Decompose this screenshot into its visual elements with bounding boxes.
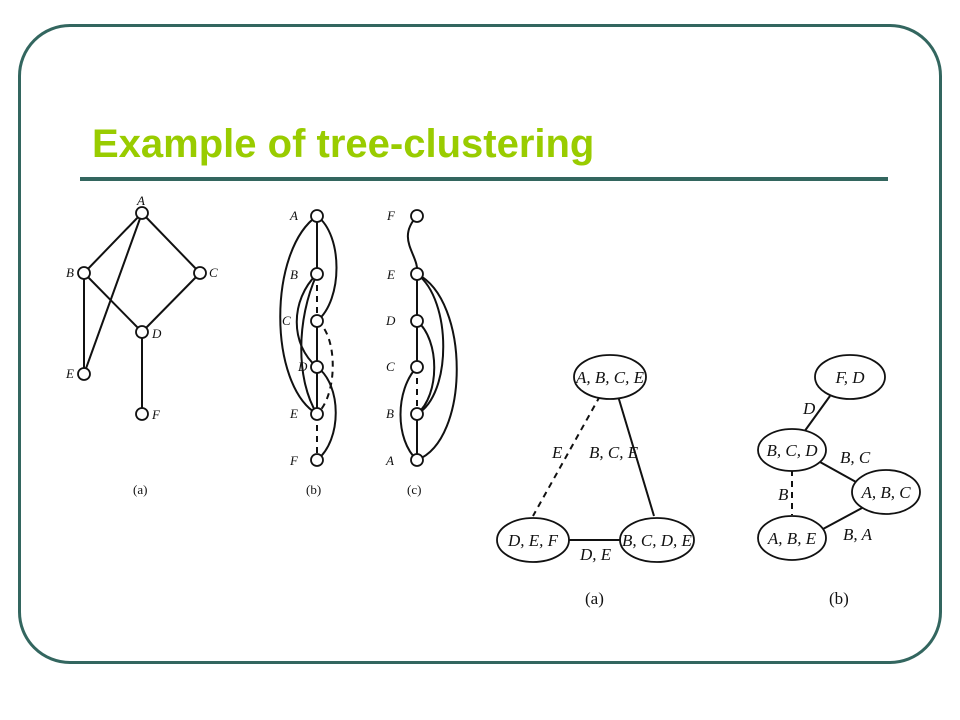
- arc-E-A: [416, 273, 458, 461]
- node-E: [77, 367, 91, 381]
- node-label-A: A: [289, 208, 298, 223]
- node-B: [410, 407, 424, 421]
- node-D: [310, 360, 324, 374]
- join-tree-b-caption: (b): [829, 589, 849, 608]
- node-C: [193, 266, 207, 280]
- arc-D-F: [316, 366, 337, 461]
- title-underline: [80, 177, 888, 181]
- cluster-label-FD: F, D: [835, 368, 866, 387]
- cluster-label-ABE: A, B, E: [767, 529, 817, 548]
- node-label-D: D: [297, 359, 308, 374]
- node-label-C: C: [386, 359, 395, 374]
- node-label-A: A: [136, 193, 145, 208]
- node-label-F: F: [151, 407, 161, 422]
- node-F: [410, 209, 424, 223]
- separator-label-E: E: [551, 443, 563, 462]
- node-E: [310, 407, 324, 421]
- node-label-E: E: [65, 366, 74, 381]
- separator-label-BC: B, C: [840, 448, 871, 467]
- node-label-F: F: [289, 453, 299, 468]
- cluster-label-BCD: B, C, D: [767, 441, 819, 460]
- node-F: [135, 407, 149, 421]
- node-label-C: C: [282, 313, 291, 328]
- cluster-ABE: [757, 515, 827, 561]
- join-edge-ABE-ABC: [822, 507, 863, 530]
- graph-a: A B C D E F (a): [65, 193, 218, 497]
- node-label-B: B: [290, 267, 298, 282]
- node-E: [410, 267, 424, 281]
- slide-title: Example of tree-clustering: [92, 122, 595, 166]
- join-tree-a: A, B, C, E D, E, F B, C, D, E E B, C, E …: [496, 354, 695, 608]
- edge-A-E: [83, 212, 143, 375]
- join-edge-BCD-ABC: [819, 461, 857, 483]
- cluster-ABC: [851, 469, 921, 515]
- node-A: [310, 209, 324, 223]
- node-B: [310, 267, 324, 281]
- join-tree-a-caption: (a): [585, 589, 604, 608]
- node-label-E: E: [289, 406, 298, 421]
- node-A: [135, 206, 149, 220]
- cluster-DEF: [496, 517, 570, 563]
- node-label-C: C: [209, 265, 218, 280]
- separator-label-BA: B, A: [843, 525, 873, 544]
- node-label-F: F: [386, 208, 396, 223]
- node-label-B: B: [66, 265, 74, 280]
- cluster-label-DEF: D, E, F: [507, 531, 559, 550]
- edge-C-D: [141, 272, 201, 333]
- separator-label-BCE: B, C, E: [589, 443, 639, 462]
- node-label-D: D: [385, 313, 396, 328]
- graph-c: F E D C B A (c): [385, 208, 458, 497]
- cluster-label-ABC: A, B, C: [860, 483, 911, 502]
- node-A: [410, 453, 424, 467]
- cluster-label-BCDE: B, C, D, E: [622, 531, 693, 550]
- edge-A-B: [83, 212, 143, 274]
- node-C: [410, 360, 424, 374]
- join-edge-FD-BCD: [803, 395, 831, 433]
- induced-arc-C-E: [316, 320, 334, 415]
- cluster-BCD: [757, 428, 827, 472]
- cluster-ABCE: [573, 354, 647, 400]
- node-D: [410, 314, 424, 328]
- graph-a-caption: (a): [133, 482, 147, 497]
- separator-label-DE: D, E: [579, 545, 612, 564]
- join-edge-ABCE-DEF: [532, 395, 601, 517]
- node-D: [135, 325, 149, 339]
- node-label-B: B: [386, 406, 394, 421]
- graph-b: A B C D E F (b): [279, 208, 338, 497]
- edge-F-E: [406, 215, 419, 275]
- arc-D-B: [416, 320, 436, 415]
- arc-A-C: [316, 215, 338, 322]
- cluster-FD: [814, 354, 886, 400]
- cluster-label-ABCE: A, B, C, E: [575, 368, 645, 387]
- arc-C-A: [399, 366, 418, 461]
- node-B: [77, 266, 91, 280]
- join-tree-b: F, D B, C, D A, B, C A, B, E D B, C B B,…: [757, 354, 921, 608]
- arc-B-E: [300, 273, 318, 415]
- node-C: [310, 314, 324, 328]
- arc-A-E: [279, 215, 318, 415]
- graph-b-caption: (b): [306, 482, 321, 497]
- separator-label-B: B: [778, 485, 789, 504]
- arc-B-D: [295, 273, 318, 368]
- separator-label-D: D: [802, 399, 816, 418]
- edge-B-D: [83, 272, 143, 333]
- join-edge-ABCE-BCDE: [617, 395, 655, 517]
- node-label-E: E: [386, 267, 395, 282]
- edge-A-C: [141, 212, 201, 274]
- node-F: [310, 453, 324, 467]
- node-label-D: D: [151, 326, 162, 341]
- node-label-A: A: [385, 453, 394, 468]
- graph-c-caption: (c): [407, 482, 421, 497]
- cluster-BCDE: [619, 517, 695, 563]
- arc-E-B: [416, 273, 445, 415]
